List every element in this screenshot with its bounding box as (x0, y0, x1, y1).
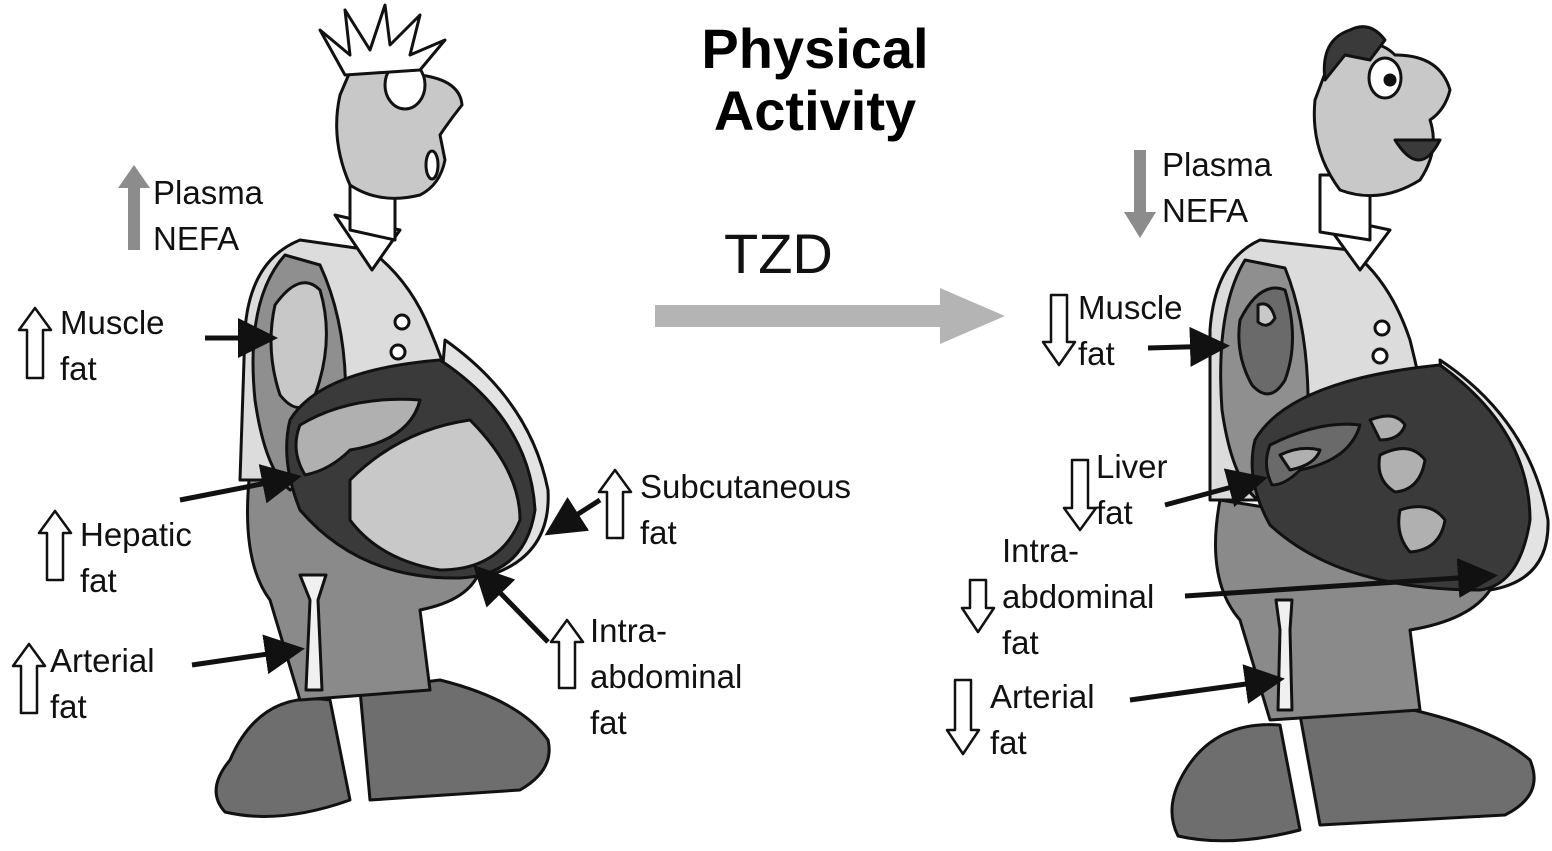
label-line: Muscle (1078, 285, 1183, 331)
left-shoe (216, 699, 350, 817)
shirt-button (395, 315, 409, 329)
label-plasma-nefa-before: Plasma NEFA (153, 170, 263, 262)
label-plasma-nefa-after: Plasma NEFA (1162, 142, 1272, 234)
label-muscle-fat-after: Muscle fat (1078, 285, 1183, 377)
label-line: abdominal (590, 654, 742, 700)
label-line: fat (80, 558, 192, 604)
nefa-arrows (118, 150, 1156, 250)
figure-before (216, 5, 549, 816)
label-line: abdominal (1002, 574, 1154, 620)
label-line: fat (50, 684, 155, 730)
label-muscle-fat-before: Muscle fat (60, 300, 165, 392)
label-arterial-fat-before: Arterial fat (50, 638, 155, 730)
label-line: NEFA (1162, 188, 1272, 234)
muscle-fat-patch (271, 283, 326, 408)
label-line: NEFA (153, 216, 263, 262)
pointer-arterial-after (1130, 680, 1275, 700)
label-line: Arterial (50, 638, 155, 684)
label-intra-abdominal-fat-after: Intra- abdominal fat (1002, 528, 1154, 666)
left-shoe (1172, 725, 1300, 841)
title-line: Physical (640, 18, 990, 80)
label-line: Intra- (1002, 528, 1154, 574)
up-arrow-solid (118, 165, 150, 250)
label-intra-abdominal-fat-before: Intra- abdominal fat (590, 608, 742, 746)
right-shoe (360, 680, 549, 800)
label-subcutaneous-fat-before: Subcutaneous fat (640, 464, 851, 556)
transition-arrow (655, 288, 1005, 344)
diagram-title: Physical Activity (640, 18, 990, 142)
label-line: Liver (1096, 444, 1168, 490)
label-line: fat (1002, 620, 1154, 666)
mouth (426, 151, 438, 179)
label-line: Plasma (153, 170, 263, 216)
label-line: Plasma (1162, 142, 1272, 188)
label-line: fat (640, 510, 851, 556)
label-liver-fat-after: Liver fat (1096, 444, 1168, 536)
label-line: Muscle (60, 300, 165, 346)
pupil (1385, 75, 1395, 85)
pointer-intra-before (480, 572, 548, 642)
down-arrow-hollow (1043, 295, 1075, 365)
label-line: fat (60, 346, 165, 392)
down-arrow-hollow (962, 580, 994, 632)
up-arrow-hollow (599, 470, 631, 538)
up-arrow-hollow (19, 308, 51, 378)
down-arrow-hollow (1064, 460, 1096, 530)
shirt-button (1373, 349, 1387, 363)
title-line: Activity (640, 80, 990, 142)
down-arrow-solid (1124, 150, 1156, 238)
up-arrow-hollow (39, 511, 71, 580)
label-arterial-fat-after: Arterial fat (990, 674, 1095, 766)
up-arrow-hollow (551, 620, 583, 688)
label-hepatic-fat-before: Hepatic fat (80, 512, 192, 604)
treatment-label: TZD (724, 222, 833, 286)
down-arrow-hollow (947, 680, 979, 754)
right-shoe (1300, 705, 1534, 825)
pointer-arterial-before (192, 650, 295, 665)
shirt-button (1375, 321, 1389, 335)
label-line: fat (590, 700, 742, 746)
label-line: Subcutaneous (640, 464, 851, 510)
label-line: fat (1078, 331, 1183, 377)
hair (320, 5, 445, 75)
label-line: Arterial (990, 674, 1095, 720)
artery (1276, 600, 1292, 710)
shirt-button (391, 345, 405, 359)
pointer-subcutaneous-before (553, 500, 600, 530)
label-line: Hepatic (80, 512, 192, 558)
label-line: Intra- (590, 608, 742, 654)
up-arrow-hollow (13, 644, 45, 713)
label-line: fat (990, 720, 1095, 766)
